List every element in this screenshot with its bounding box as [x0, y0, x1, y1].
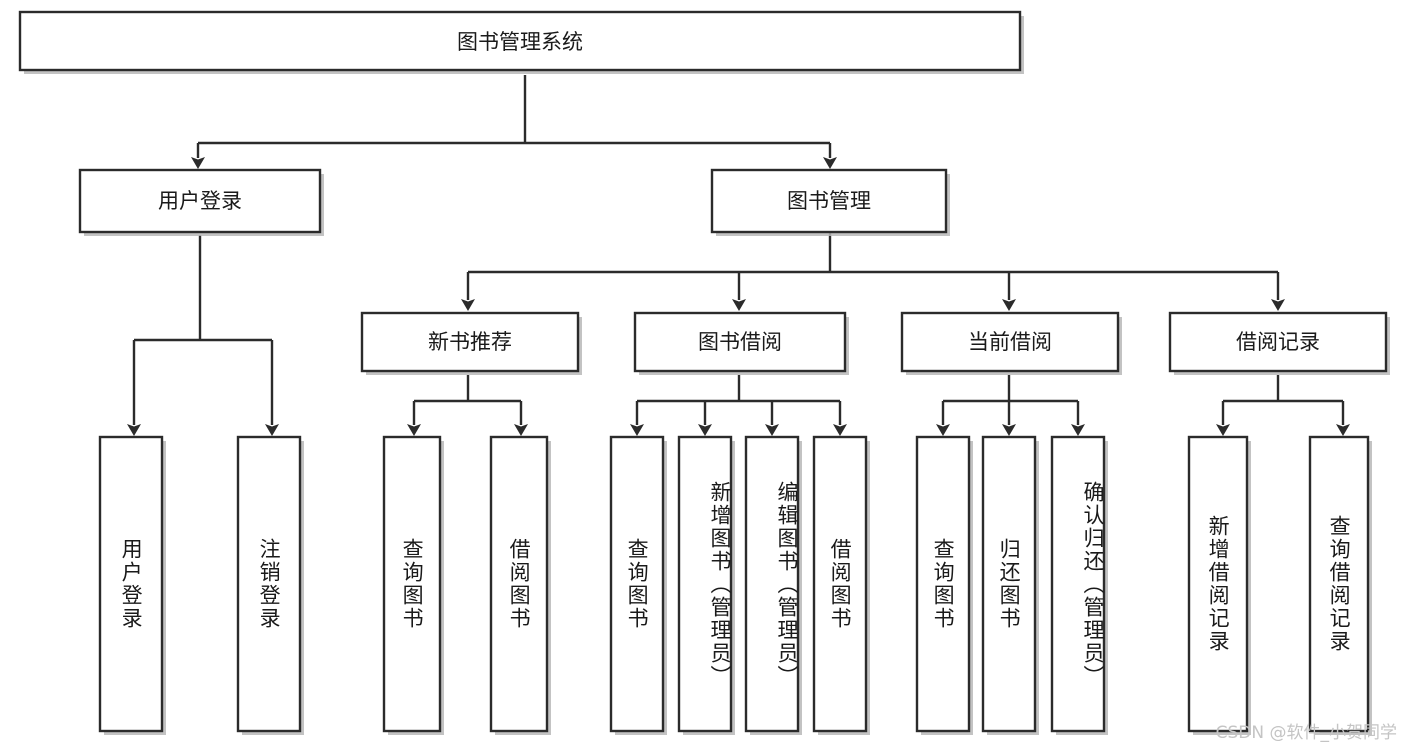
leaf-bookborrow-add[interactable]	[677, 435, 735, 735]
node-current-borrow[interactable]: 当前借阅	[900, 311, 1122, 375]
leaf-bookborrow-query[interactable]	[609, 435, 667, 735]
node-root-label: 图书管理系统	[457, 30, 583, 54]
leaf-currentborrow-confirm[interactable]	[1050, 435, 1108, 735]
node-book-management-label: 图书管理	[787, 189, 871, 213]
node-borrow-record[interactable]: 借阅记录	[1168, 311, 1390, 375]
leaf-bookborrow-borrow[interactable]	[812, 435, 870, 735]
leaf-user-login-login[interactable]	[98, 435, 166, 735]
node-user-login[interactable]: 用户登录	[78, 168, 324, 236]
leaf-borrowrecord-add[interactable]	[1187, 435, 1251, 735]
leaf-borrowrecord-query[interactable]	[1308, 435, 1372, 735]
node-borrow-record-label: 借阅记录	[1236, 330, 1320, 354]
node-new-book-recommend[interactable]: 新书推荐	[360, 311, 582, 375]
connector-borrowrecord-to-leaves	[1216, 375, 1350, 436]
leaf-newbook-borrow[interactable]	[489, 435, 551, 735]
leaf-currentborrow-query[interactable]	[915, 435, 973, 735]
node-current-borrow-label: 当前借阅	[968, 330, 1052, 354]
leaf-bookborrow-edit[interactable]	[744, 435, 802, 735]
node-new-book-recommend-label: 新书推荐	[428, 330, 512, 354]
node-book-borrow[interactable]: 图书借阅	[633, 311, 849, 375]
leaf-user-login-logout[interactable]	[236, 435, 304, 735]
node-book-management[interactable]: 图书管理	[710, 168, 950, 236]
node-user-login-label: 用户登录	[158, 189, 242, 213]
connector-currentborrow-to-leaves	[936, 375, 1085, 436]
connector-bookborrow-to-leaves	[630, 375, 847, 436]
node-root[interactable]: 图书管理系统	[18, 10, 1024, 74]
connector-root-to-level2	[191, 75, 837, 169]
leaf-newbook-query[interactable]	[382, 435, 444, 735]
leaf-currentborrow-return[interactable]	[981, 435, 1039, 735]
connector-newbook-to-leaves	[407, 375, 528, 436]
csdn-watermark: CSDN @软件_小贺同学	[1215, 723, 1397, 743]
node-book-borrow-label: 图书借阅	[698, 330, 782, 354]
connector-userlogin-to-leaves	[127, 235, 279, 436]
connector-bookmgmt-to-level3	[461, 233, 1285, 311]
